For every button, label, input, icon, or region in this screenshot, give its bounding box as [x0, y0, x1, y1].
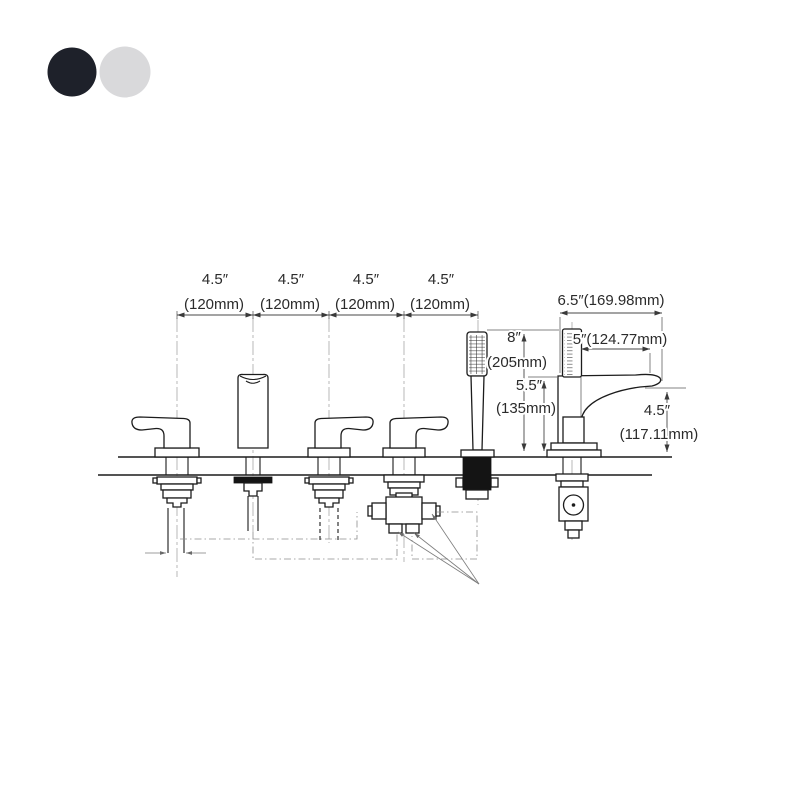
- dim-spacing-1-in: 4.5″: [202, 271, 229, 288]
- diverter-handle: [382, 416, 449, 496]
- hand-shower-side-hatch: [564, 332, 573, 375]
- dim-hand-shower-height-in: 8″: [507, 329, 521, 346]
- faucet-body-side: [557, 373, 662, 450]
- dim-spacing-1-mm: (120mm): [184, 296, 244, 313]
- valve-side: [555, 457, 589, 539]
- handle-left: [131, 416, 202, 553]
- dim-spout-tip-height-in: 4.5″: [644, 402, 671, 419]
- front-view: [131, 331, 499, 553]
- dim-spout-tip-height-mm: (117.11mm): [620, 426, 699, 443]
- spray-face-hatch: [469, 335, 485, 374]
- color-swatch-chrome[interactable]: [99, 46, 151, 98]
- dim-spout-reach: 5″(124.77mm): [573, 331, 668, 348]
- dim-spacing-3-mm: (120mm): [335, 296, 395, 313]
- dim-spacing-2-in: 4.5″: [278, 271, 305, 288]
- dim-overall-width: 6.5″(169.98mm): [557, 292, 664, 309]
- dim-spacing-2-mm: (120mm): [260, 296, 320, 313]
- mounting-deck: [98, 456, 672, 476]
- side-view: [546, 328, 662, 539]
- diverter-valve: [367, 492, 441, 534]
- dim-spout-height-in: 5.5″: [516, 377, 543, 394]
- dim-spacing-4-mm: (120mm): [410, 296, 470, 313]
- dim-hand-shower-height-mm: (205mm): [487, 354, 547, 371]
- dim-spacing-4-in: 4.5″: [428, 271, 455, 288]
- tub-spout-front: [233, 373, 273, 531]
- color-swatch-group: [47, 46, 151, 98]
- dim-spout-height-mm: (135mm): [496, 400, 556, 417]
- dim-spacing-3-in: 4.5″: [353, 271, 380, 288]
- hand-shower-front: [455, 331, 499, 500]
- supply-routing: [145, 511, 480, 585]
- color-swatch-black[interactable]: [47, 47, 97, 97]
- handle-middle: [304, 416, 374, 541]
- dimension-annotations: 4.5″ (120mm) 4.5″ (120mm) 4.5″ (120mm) 4…: [176, 269, 700, 452]
- handle-side: [562, 416, 585, 444]
